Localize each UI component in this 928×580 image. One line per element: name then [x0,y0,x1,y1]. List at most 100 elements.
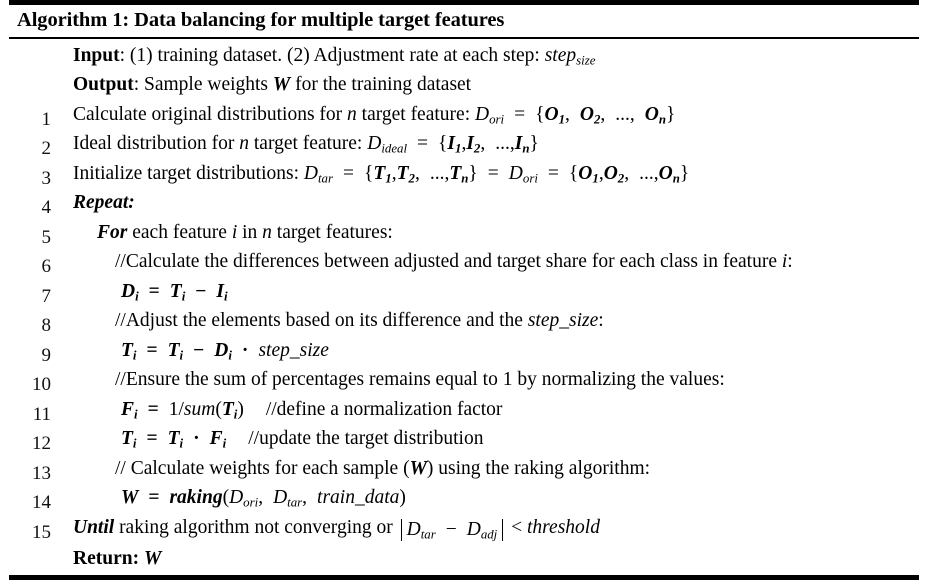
equals: = [417,133,429,155]
title-separator-rule [9,36,919,39]
D-ori-symbol: Dori [508,162,538,186]
output-label: Output [73,74,134,96]
step-size-term: step_size [258,339,329,361]
line-number: 7 [41,285,52,307]
for-text-c: target features: [271,221,393,243]
lbrace: { [568,162,579,184]
line2-prefix: Ideal distribution for [73,133,240,155]
algorithm-line-4: 4 Repeat: [9,188,919,218]
line-content: Fi=1/sum(Ti)//define a normalization fac… [9,395,502,425]
I2: I2 [466,133,481,156]
inline-comment: //update the target distribution [248,428,484,450]
until-text: raking algorithm not converging or [114,516,398,538]
line-number: 6 [41,256,52,278]
var-n: n [347,103,357,125]
rparen: ) [399,487,406,509]
return-label: Return: [73,548,140,570]
output-text-before: : Sample weights [133,74,273,96]
line-number: 9 [41,344,52,366]
comment-text: //Adjust the elements based on its diffe… [115,310,528,332]
Ii: Ii [216,280,228,304]
line-content: Ti=Ti·Fi//update the target distribution [9,424,483,454]
Ti: Ti [167,428,184,451]
dot-operator: · [241,339,249,361]
algorithm-line-15: 15 Until raking algorithm not converging… [9,513,919,543]
step-size-math: stepsize [544,44,596,68]
raking-function: raking [169,487,223,509]
var-i: i [781,251,788,273]
Fi: Fi [121,398,138,422]
Di: Di [214,339,232,363]
line-content: Ti=Ti−Di·step_size [9,336,329,366]
for-text-a: each feature [127,221,232,243]
comment-colon: : [787,251,793,273]
lbrace: { [438,133,448,155]
Ti: Ti [121,339,137,363]
line-number: 15 [32,521,51,543]
algorithm-line-1: 1 Calculate original distributions for n… [9,100,919,130]
input-line: Input: (1) training dataset. (2) Adjustm… [9,41,919,71]
W-var: W [409,457,427,479]
D-ideal-symbol: Dideal [367,133,408,156]
equals: = [487,162,499,184]
ellipsis: ... [615,103,630,125]
Tn: Tn [449,162,469,186]
Ti: Ti [167,339,184,363]
comment-text: //Calculate the differences between adju… [115,251,782,273]
line-content: //Calculate the differences between adju… [9,247,793,277]
return-line: Return: W [9,542,919,575]
threshold-term: threshold [527,516,600,538]
train-data-arg: train_data [317,487,400,509]
T2: T2 [396,162,415,186]
line1-middle: target feature: [356,103,475,125]
line-number: 8 [41,315,52,337]
algorithm-line-2: 2 Ideal distribution for n target featur… [9,129,919,159]
input-label: Input [73,44,120,66]
algorithm-line-7: 7 Di=Ti−Ii [9,277,919,307]
equals: = [146,339,158,361]
rbrace: } [529,133,539,155]
line-content: Initialize target distributions: Dtar={T… [73,162,690,186]
algorithm-line-9: 9 Ti=Ti−Di·step_size [9,336,919,366]
minus: − [445,518,457,540]
Fi: Fi [209,428,227,451]
equals: = [148,487,160,509]
dot-operator: · [193,428,200,450]
line-number: 1 [41,108,52,130]
algorithm-line-13: 13 // Calculate weights for each sample … [9,454,919,484]
sum-function: sum [183,398,216,420]
step-size-subscript: size [576,53,596,68]
algorithm-line-3: 3 Initialize target distributions: Dtar=… [9,159,919,189]
line-content: For each feature i in n target features: [9,218,393,248]
Ti: Ti [169,280,186,304]
equals: = [148,280,160,302]
algorithm-line-10: 10 //Ensure the sum of percentages remai… [9,365,919,395]
ellipsis: ... [639,162,654,184]
line-number: 4 [41,197,52,219]
line1-prefix: Calculate original distributions for [73,103,348,125]
repeat-keyword: Repeat: [73,192,135,214]
input-content: Input: (1) training dataset. (2) Adjustm… [9,41,595,71]
W-var: W [121,487,139,509]
return-value: W [143,548,162,570]
output-text-after: for the training dataset [290,74,472,96]
line3-prefix: Initialize target distributions: [73,162,304,184]
O2: O2 [579,103,601,127]
rbrace: } [468,162,478,184]
step-size-term: step_size [527,310,599,332]
inline-comment: //define a normalization factor [265,398,503,420]
algorithm-line-11: 11 Fi=1/sum(Ti)//define a normalization … [9,395,919,425]
var-i: i [231,221,238,243]
algorithm-line-12: 12 Ti=Ti·Fi//update the target distribut… [9,424,919,454]
ellipsis: ... [495,133,510,155]
comment-text-a: // Calculate weights for each sample ( [115,457,410,479]
line-content: Until raking algorithm not converging or… [9,513,600,543]
line2-middle: target feature: [249,133,368,155]
equals: = [514,103,526,125]
top-rule-thick [9,0,919,5]
rbrace: } [679,162,690,184]
algorithm-line-5: 5 For each feature i in n target feature… [9,218,919,248]
equals: = [147,398,159,420]
O1: O1 [544,103,565,127]
D-adj-symbol: Dadj [466,518,498,542]
